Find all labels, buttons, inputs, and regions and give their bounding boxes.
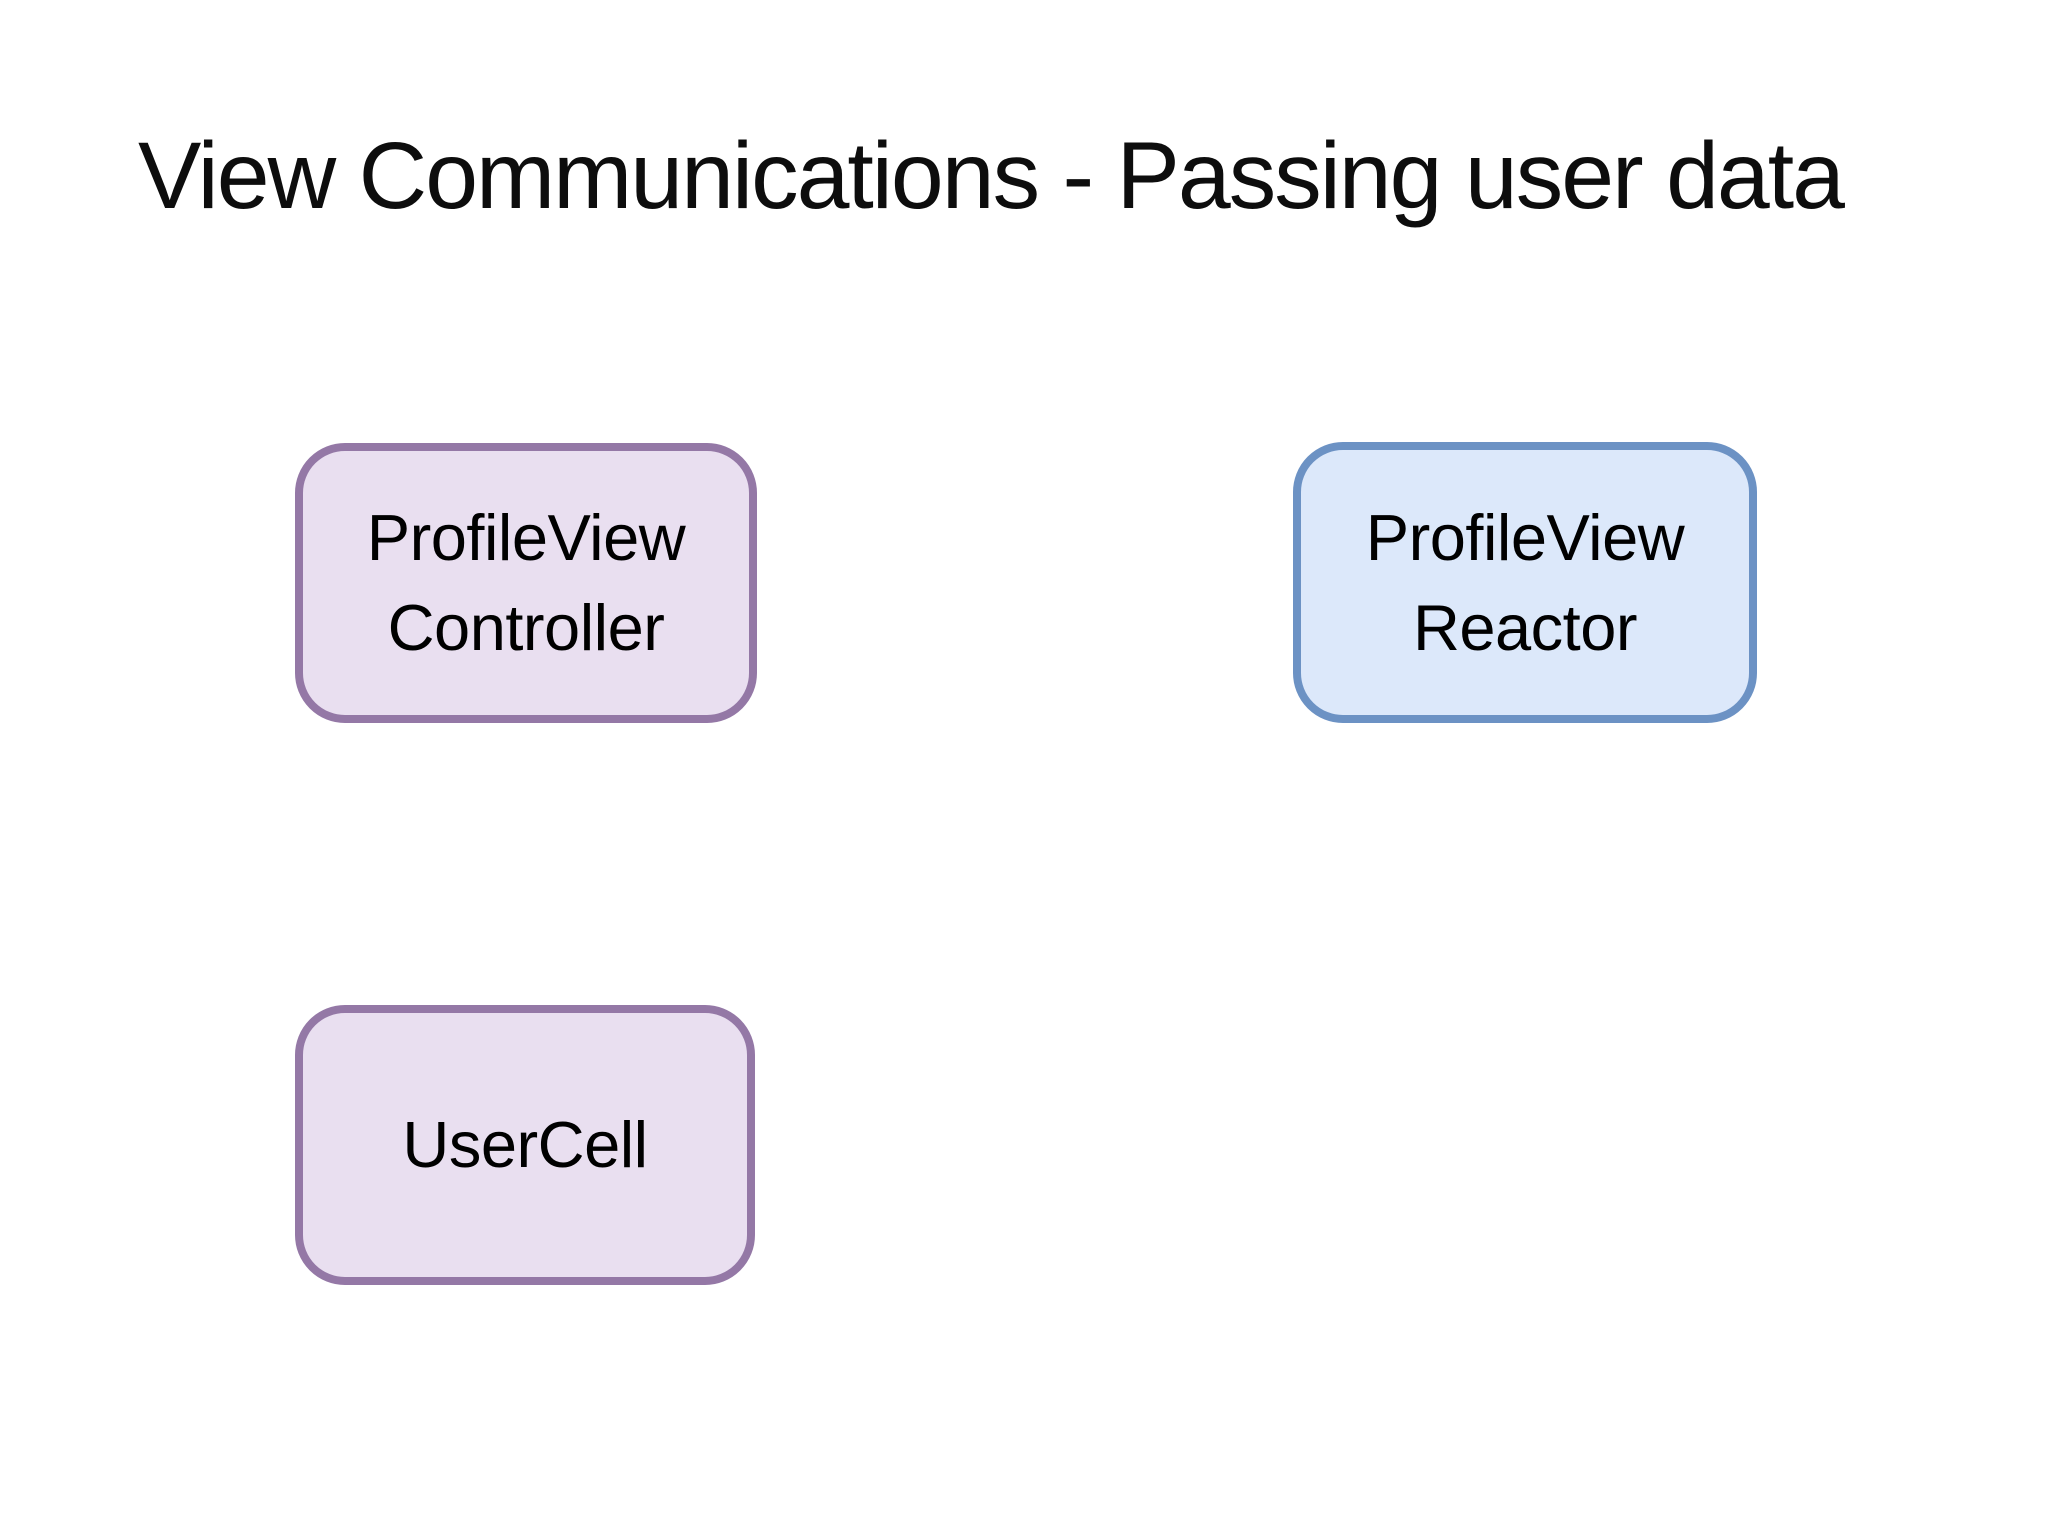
node-profileview-controller: ProfileView Controller: [295, 443, 757, 723]
slide-title: View Communications - Passing user data: [138, 123, 1845, 229]
node-profileview-reactor-label: ProfileView Reactor: [1365, 500, 1685, 664]
node-profileview-controller-label: ProfileView Controller: [366, 501, 686, 664]
node-usercell: UserCell: [295, 1005, 755, 1285]
node-profileview-reactor: ProfileView Reactor: [1293, 442, 1757, 723]
node-usercell-label: UserCell: [402, 1108, 648, 1182]
